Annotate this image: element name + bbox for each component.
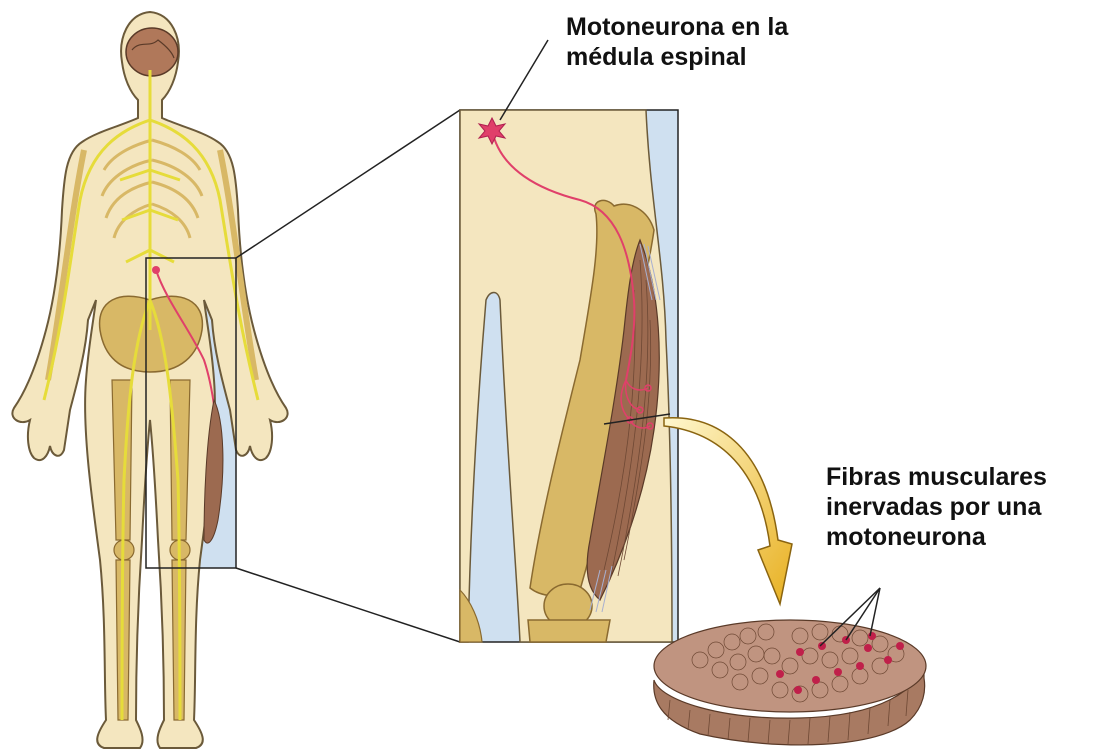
fibers-label-line2: inervadas por una	[826, 492, 1047, 522]
motoneuron-label-line2: médula espinal	[566, 42, 788, 72]
motoneuron-pointer-line	[500, 40, 548, 120]
muscle-cross-section	[654, 588, 926, 745]
fibers-label-line1: Fibras musculares	[826, 462, 1047, 492]
fibers-label: Fibras musculares inervadas por una moto…	[826, 462, 1047, 552]
fibers-label-line3: motoneurona	[826, 522, 1047, 552]
motoneuron-label: Motoneurona en la médula espinal	[566, 12, 788, 72]
motor-neuron-soma-small	[152, 266, 160, 274]
human-body-figure	[12, 12, 287, 748]
motoneuron-label-line1: Motoneurona en la	[566, 12, 788, 42]
zoom-connector-top	[236, 110, 460, 258]
zoom-connector-bottom	[236, 568, 460, 642]
zoomed-leg-inset	[460, 110, 678, 642]
inset-tibia	[528, 620, 610, 642]
curved-arrow-icon	[664, 418, 792, 604]
